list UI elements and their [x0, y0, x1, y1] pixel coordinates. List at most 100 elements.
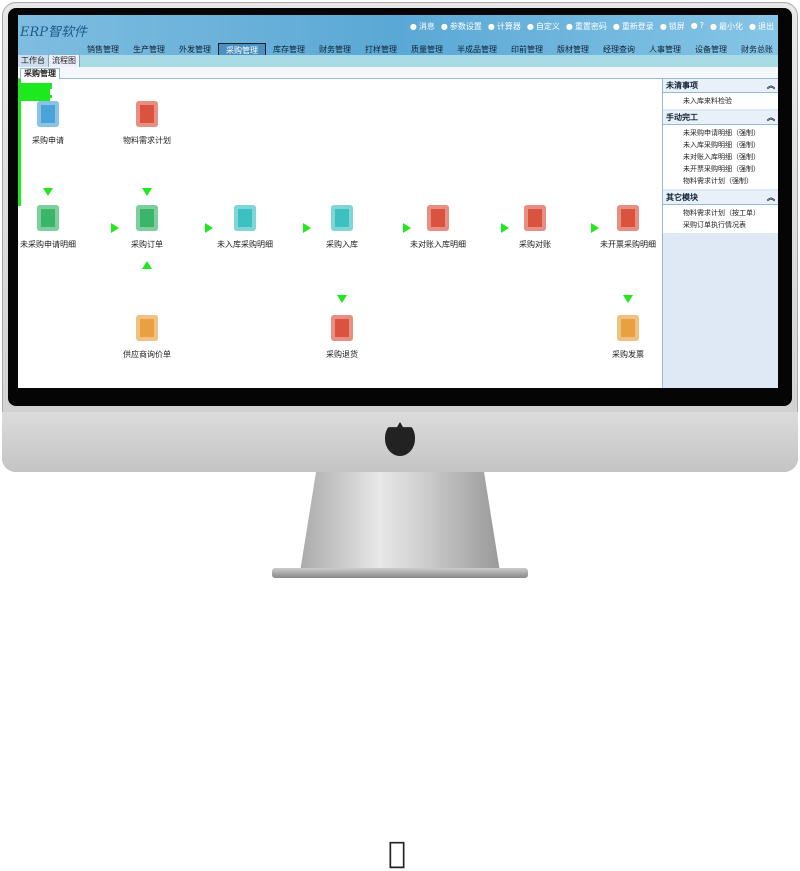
flow-arrow	[18, 98, 50, 101]
panel-link[interactable]: 物料需求计划（按工单）	[663, 207, 778, 219]
flow-node-label: 物料需求计划	[123, 136, 171, 145]
nav-item[interactable]: 外发管理	[179, 45, 211, 54]
panel-group-header[interactable]: 未清事项 ︽	[663, 79, 778, 93]
nav-item[interactable]: 半成品管理	[457, 45, 497, 54]
toolbar-gear-button[interactable]: ●消息	[410, 21, 435, 32]
flow-node-unstocked-purchase-detail[interactable]: 未入库采购明细	[190, 205, 300, 250]
panel-group-header[interactable]: 手动完工 ︽	[663, 111, 778, 125]
arrowhead-icon	[142, 188, 152, 196]
flow-node-label: 供应商询价单	[123, 350, 171, 359]
app-logo: ERP智软件	[20, 25, 88, 40]
nav-item[interactable]: 打样管理	[365, 45, 397, 54]
nav-item[interactable]: 人事管理	[649, 45, 681, 54]
flow-node-uninvoiced-purchase-detail[interactable]: 未开票采购明细	[573, 205, 683, 250]
toolbar-custom-button[interactable]: ●自定义	[527, 21, 560, 32]
flow-node-purchase-invoice[interactable]: 采购发票	[573, 315, 683, 360]
panel-link[interactable]: 未采购申请明细（强制）	[663, 127, 778, 139]
flow-node-purchase-request[interactable]: 采购申请	[18, 101, 103, 146]
help-icon: ●	[690, 21, 698, 30]
arrowhead-icon	[501, 223, 509, 233]
flow-arrow	[18, 92, 50, 95]
flow-node-purchase-return[interactable]: 采购退货	[287, 315, 397, 360]
toolbar-label: ?	[699, 21, 705, 30]
collapse-icon[interactable]: ︽	[767, 113, 775, 122]
custom-icon: ●	[526, 22, 534, 31]
flow-node-purchase-stock-in[interactable]: 采购入库	[287, 205, 397, 250]
toolbar-label: 重新登录	[621, 22, 654, 31]
panel-group-title: 其它模块	[666, 193, 698, 202]
tab-flowchart[interactable]: 流程图	[49, 55, 80, 67]
nav-item[interactable]: 设备管理	[695, 45, 727, 54]
panel-group-header[interactable]: 其它模块 ︽	[663, 191, 778, 205]
arrowhead-icon	[205, 223, 213, 233]
nav-item[interactable]: 销售管理	[87, 45, 119, 54]
flow-node-label: 采购发票	[612, 350, 644, 359]
flow-node-label: 采购订单	[131, 240, 163, 249]
toolbar-calculator-button[interactable]: ●计算器	[488, 21, 521, 32]
panel-group-title: 手动完工	[666, 113, 698, 122]
toolbar-key-button[interactable]: ●重置密码	[566, 21, 607, 32]
flow-node-purchase-reconcile[interactable]: 采购对账	[480, 205, 590, 250]
toolbar-exit-button[interactable]: ●退出	[749, 21, 774, 32]
collapse-icon[interactable]: ︽	[767, 81, 775, 90]
toolbar-gear-button[interactable]: ●参数设置	[441, 21, 482, 32]
screen: ERP智软件 ●消息●参数设置●计算器●自定义●重置密码●重新登录●锁屏●?●最…	[18, 15, 778, 388]
clipboard-check-icon	[136, 205, 158, 231]
nav-item[interactable]: 财务管理	[319, 45, 351, 54]
nav-item[interactable]: 印前管理	[511, 45, 543, 54]
apple-icon	[385, 422, 415, 456]
toolbar-lock-button[interactable]: ●锁屏	[660, 21, 685, 32]
flow-arrow	[18, 101, 21, 138]
tab-workbench[interactable]: 工作台	[18, 55, 49, 67]
flow-arrow	[18, 86, 52, 89]
panel-link[interactable]: 未对账入库明细（强制）	[663, 151, 778, 163]
side-panel: 未清事项︽未入库来料检验手动完工︽未采购申请明细（强制）未入库采购明细（强制）未…	[662, 79, 778, 388]
panel-link[interactable]: 采购订单执行情况表	[663, 219, 778, 231]
arrowhead-icon	[591, 223, 599, 233]
nav-item[interactable]: 生产管理	[133, 45, 165, 54]
flow-node-supplier-quote[interactable]: 供应商询价单	[92, 315, 202, 360]
flow-node-label: 未开票采购明细	[600, 240, 656, 249]
flow-node-label: 采购退货	[326, 350, 358, 359]
toolbar-help-button[interactable]: ●?	[691, 21, 704, 32]
panel-group-title: 未清事项	[666, 81, 698, 90]
panel-link[interactable]: 未入库来料检验	[663, 95, 778, 107]
panel-link[interactable]: 未入库采购明细（强制）	[663, 139, 778, 151]
subtab-bar: 采购管理	[18, 67, 778, 79]
toolbar-label: 锁屏	[668, 22, 685, 31]
collapse-icon[interactable]: ︽	[767, 193, 775, 202]
document-icon	[37, 101, 59, 127]
flow-node-label: 采购对账	[519, 240, 551, 249]
subtab-purchase[interactable]: 采购管理	[20, 68, 60, 79]
nav-item[interactable]: 版材管理	[557, 45, 589, 54]
nav-item[interactable]: 经理查询	[603, 45, 635, 54]
flow-node-unpurchased-request-detail[interactable]: 未采购申请明细	[18, 205, 103, 250]
monitor-stand	[300, 472, 500, 572]
toolbar-relogin-button[interactable]: ●重新登录	[613, 21, 654, 32]
flow-node-purchase-order[interactable]: 采购订单	[92, 205, 202, 250]
toolbar: ●消息●参数设置●计算器●自定义●重置密码●重新登录●锁屏●?●最小化●退出	[410, 21, 774, 32]
panel-link[interactable]: 物料需求计划（强制）	[663, 175, 778, 187]
toolbar-label: 退出	[758, 22, 774, 31]
tab-bar: 工作台 流程图	[18, 55, 778, 67]
lock-icon: ●	[659, 22, 667, 31]
gear-icon: ●	[440, 22, 448, 31]
flow-node-material-plan[interactable]: 物料需求计划	[92, 101, 202, 146]
exit-icon: ●	[749, 22, 756, 31]
toolbar-minimize-button[interactable]: ●最小化	[710, 21, 743, 32]
arrowhead-icon	[111, 223, 119, 233]
nav-item[interactable]: 质量管理	[411, 45, 443, 54]
flow-node-unreconciled-stock-detail[interactable]: 未对账入库明细	[383, 205, 493, 250]
panel-group-body: 物料需求计划（按工单）采购订单执行情况表	[663, 205, 778, 233]
nav-item[interactable]: 库存管理	[273, 45, 305, 54]
clipboard-check-icon	[234, 205, 256, 231]
panel-link[interactable]: 未开票采购明细（强制）	[663, 163, 778, 175]
flow-arrow	[18, 89, 50, 92]
minimize-icon: ●	[710, 22, 718, 31]
arrowhead-icon	[623, 295, 633, 303]
monitor-base	[272, 568, 528, 578]
flow-node-label: 未对账入库明细	[410, 240, 466, 249]
calculator-icon: ●	[487, 22, 495, 31]
nav-item[interactable]: 财务总账	[741, 45, 773, 54]
clipboard-check-icon	[37, 205, 59, 231]
